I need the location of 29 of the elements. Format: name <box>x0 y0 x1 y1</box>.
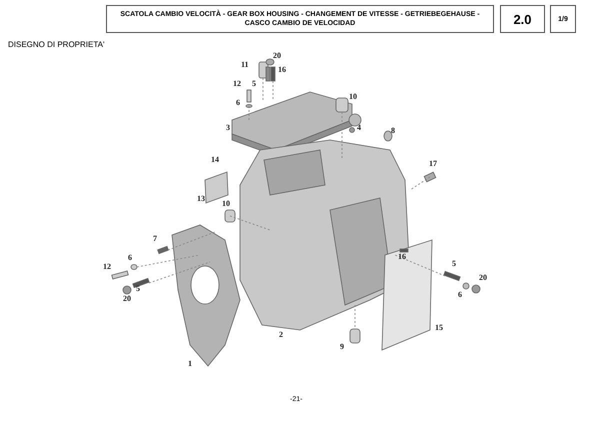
callout-number: 1 <box>188 360 192 368</box>
page-number-box: 2.0 <box>500 5 545 33</box>
callout-number: 5 <box>452 260 456 268</box>
callout-number: 12 <box>103 263 111 271</box>
callout-number: 4 <box>357 124 361 132</box>
callout-number: 7 <box>153 235 157 243</box>
callout-number: 5 <box>136 285 140 293</box>
callout-number: 6 <box>458 291 462 299</box>
callout-number: 6 <box>236 99 240 107</box>
callout-number: 15 <box>435 324 443 332</box>
callout-number: 3 <box>226 124 230 132</box>
callout-number: 20 <box>273 52 281 60</box>
callout-number: 20 <box>123 295 131 303</box>
callout-number: 9 <box>340 343 344 351</box>
callout-number: 8 <box>391 127 395 135</box>
callout-number: 13 <box>197 195 205 203</box>
callout-number: 11 <box>241 61 249 69</box>
callout-number: 16 <box>278 66 286 74</box>
callout-number: 12 <box>233 80 241 88</box>
callout-number: 10 <box>349 93 357 101</box>
callout-number: 16 <box>398 253 406 261</box>
callout-number: 17 <box>429 160 437 168</box>
callout-number: 5 <box>252 80 256 88</box>
callout-number: 10 <box>222 200 230 208</box>
callout-number: 14 <box>211 156 219 164</box>
callout-number: 2 <box>279 331 283 339</box>
callout-number: 6 <box>128 254 132 262</box>
note: DISEGNO DI PROPRIETA' <box>8 40 105 49</box>
callout-number: 20 <box>479 274 487 282</box>
